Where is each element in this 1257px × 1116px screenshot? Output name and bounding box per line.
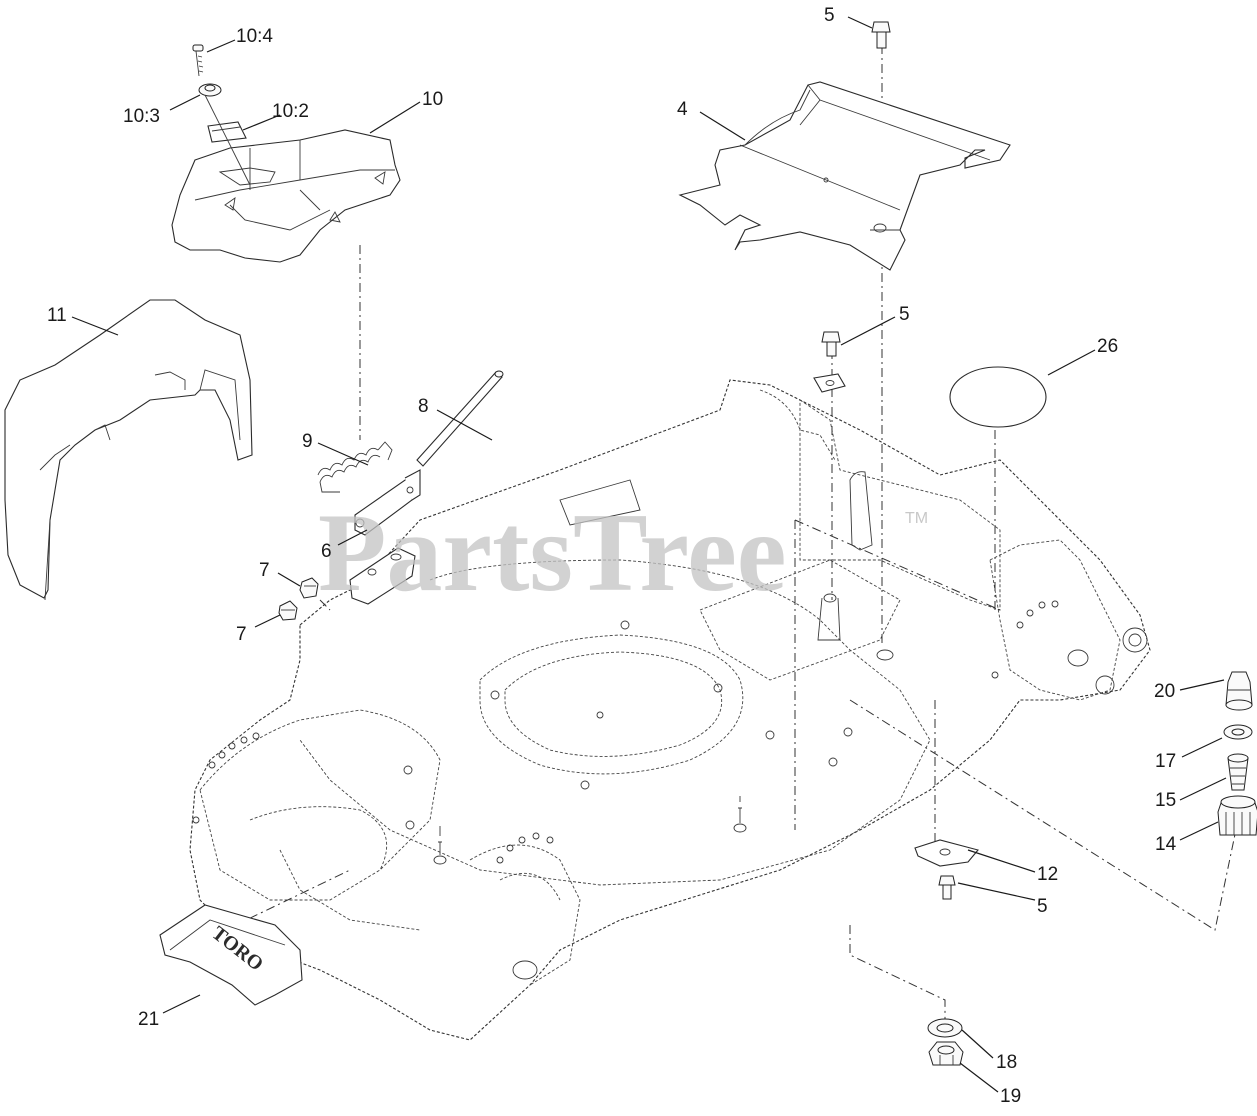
callout-4: 4: [677, 99, 688, 120]
watermark-tm: TM: [905, 510, 928, 527]
callout-7-lower: 7: [236, 624, 247, 645]
part-4-shield-plate: [678, 81, 1011, 271]
part-20-fitting-cap: [1225, 671, 1253, 711]
callout-15: 15: [1155, 790, 1176, 811]
part-8-rod: [416, 370, 504, 467]
callout-7-upper: 7: [259, 560, 270, 581]
callout-10-2: 10:2: [272, 101, 309, 122]
part-18-washer: [927, 1018, 963, 1038]
mower-deck: [189, 379, 1151, 1041]
callout-5-lower: 5: [1037, 896, 1048, 917]
part-10-2-bracket: [207, 121, 247, 143]
callout-10-4: 10:4: [236, 26, 273, 47]
callout-20: 20: [1154, 681, 1175, 702]
part-15-nozzle: [1227, 753, 1249, 791]
callout-10: 10: [422, 89, 443, 110]
part-9-spring: [317, 441, 393, 493]
callout-10-3: 10:3: [123, 106, 160, 127]
part-14-coupler: [1217, 795, 1257, 836]
callout-5-top: 5: [824, 5, 835, 26]
part-17-washer: [1223, 724, 1253, 740]
part-7-bolt-lower: [278, 600, 298, 621]
part-19-nut: [928, 1041, 964, 1066]
watermark-text: PartsTree: [318, 491, 787, 615]
part-10-3-washer: [198, 83, 222, 97]
callout-12: 12: [1037, 864, 1058, 885]
part-5-bolt-top: [871, 21, 891, 49]
part-26-label-disc: [949, 366, 1047, 428]
callout-labels: 10:4 10:3 10:2 10 11 8 9 6 7 7 5 4 5 26 …: [47, 5, 1177, 1107]
callout-26: 26: [1097, 336, 1118, 357]
watermark: PartsTree TM: [318, 491, 928, 615]
callout-8: 8: [418, 396, 429, 417]
part-7-bolt-upper: [299, 577, 319, 599]
callout-11: 11: [47, 305, 67, 326]
callout-18: 18: [996, 1052, 1017, 1073]
callout-6: 6: [321, 541, 332, 562]
height-adjust-marks-left: [192, 732, 260, 824]
callout-5-middle: 5: [899, 304, 910, 325]
part-10-4-screw: [192, 44, 251, 186]
part-12-bracket: [914, 839, 979, 867]
callout-19: 19: [1000, 1086, 1021, 1107]
part-6-lever-bracket: [354, 469, 421, 536]
part-11-rear-shield: [4, 299, 253, 601]
part-21-toro-badge: TORO: [159, 904, 303, 1006]
callout-21: 21: [138, 1009, 159, 1030]
callout-leaders: [71, 16, 1227, 1093]
height-adjust-marks-right: [496, 600, 1059, 864]
part-5-bolt-lower: [938, 875, 956, 900]
part-10-upper-cover: [171, 129, 401, 263]
callout-9: 9: [302, 431, 313, 452]
callout-17: 17: [1155, 751, 1176, 772]
part-5-bolt-middle: [813, 331, 846, 393]
pivot-block: [349, 547, 416, 605]
callout-14: 14: [1155, 834, 1177, 855]
